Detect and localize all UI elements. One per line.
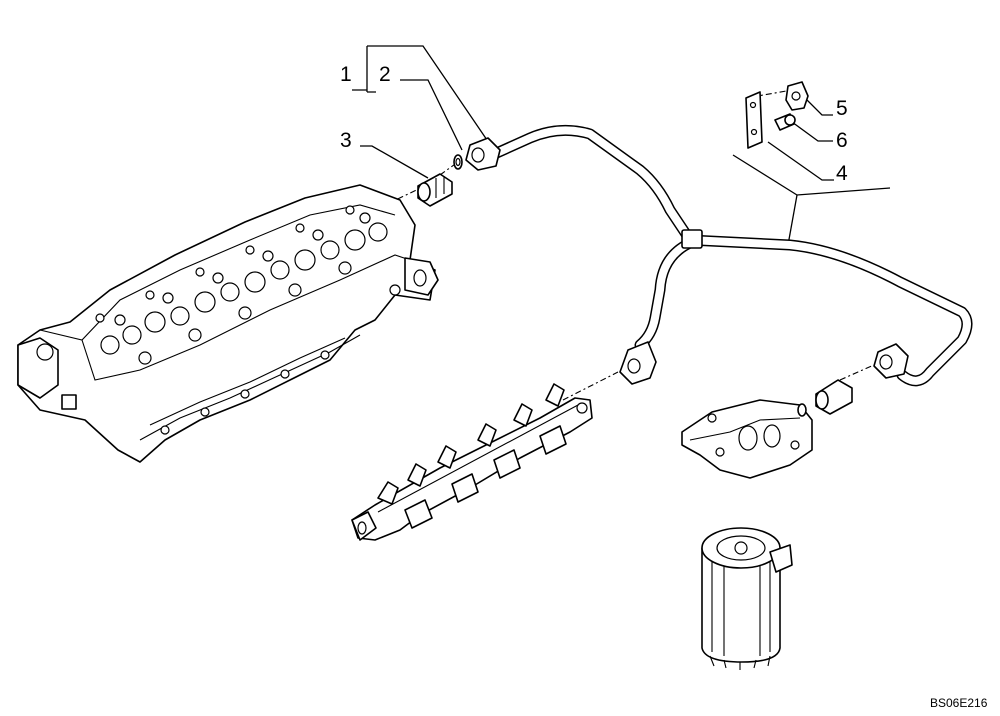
callout-2: 2 xyxy=(379,63,391,86)
seal-washer-2 xyxy=(453,154,463,170)
banjo-fitting-right xyxy=(797,379,853,417)
callout-5: 5 xyxy=(836,97,848,120)
leader-lines xyxy=(352,45,891,246)
banjo-fitting-3 xyxy=(417,173,453,207)
callout-6: 6 xyxy=(836,129,848,152)
bracket-clamp-4 xyxy=(745,81,809,149)
callout-1: 1 xyxy=(340,63,352,86)
fuel-pipe xyxy=(465,124,973,387)
fuel-filter xyxy=(701,527,793,670)
cylinder-head xyxy=(17,184,439,463)
filter-head xyxy=(681,399,813,479)
callout-3: 3 xyxy=(340,129,352,152)
common-rail xyxy=(351,383,593,541)
reference-code: BS06E216 xyxy=(930,696,988,710)
callout-4: 4 xyxy=(836,162,848,185)
